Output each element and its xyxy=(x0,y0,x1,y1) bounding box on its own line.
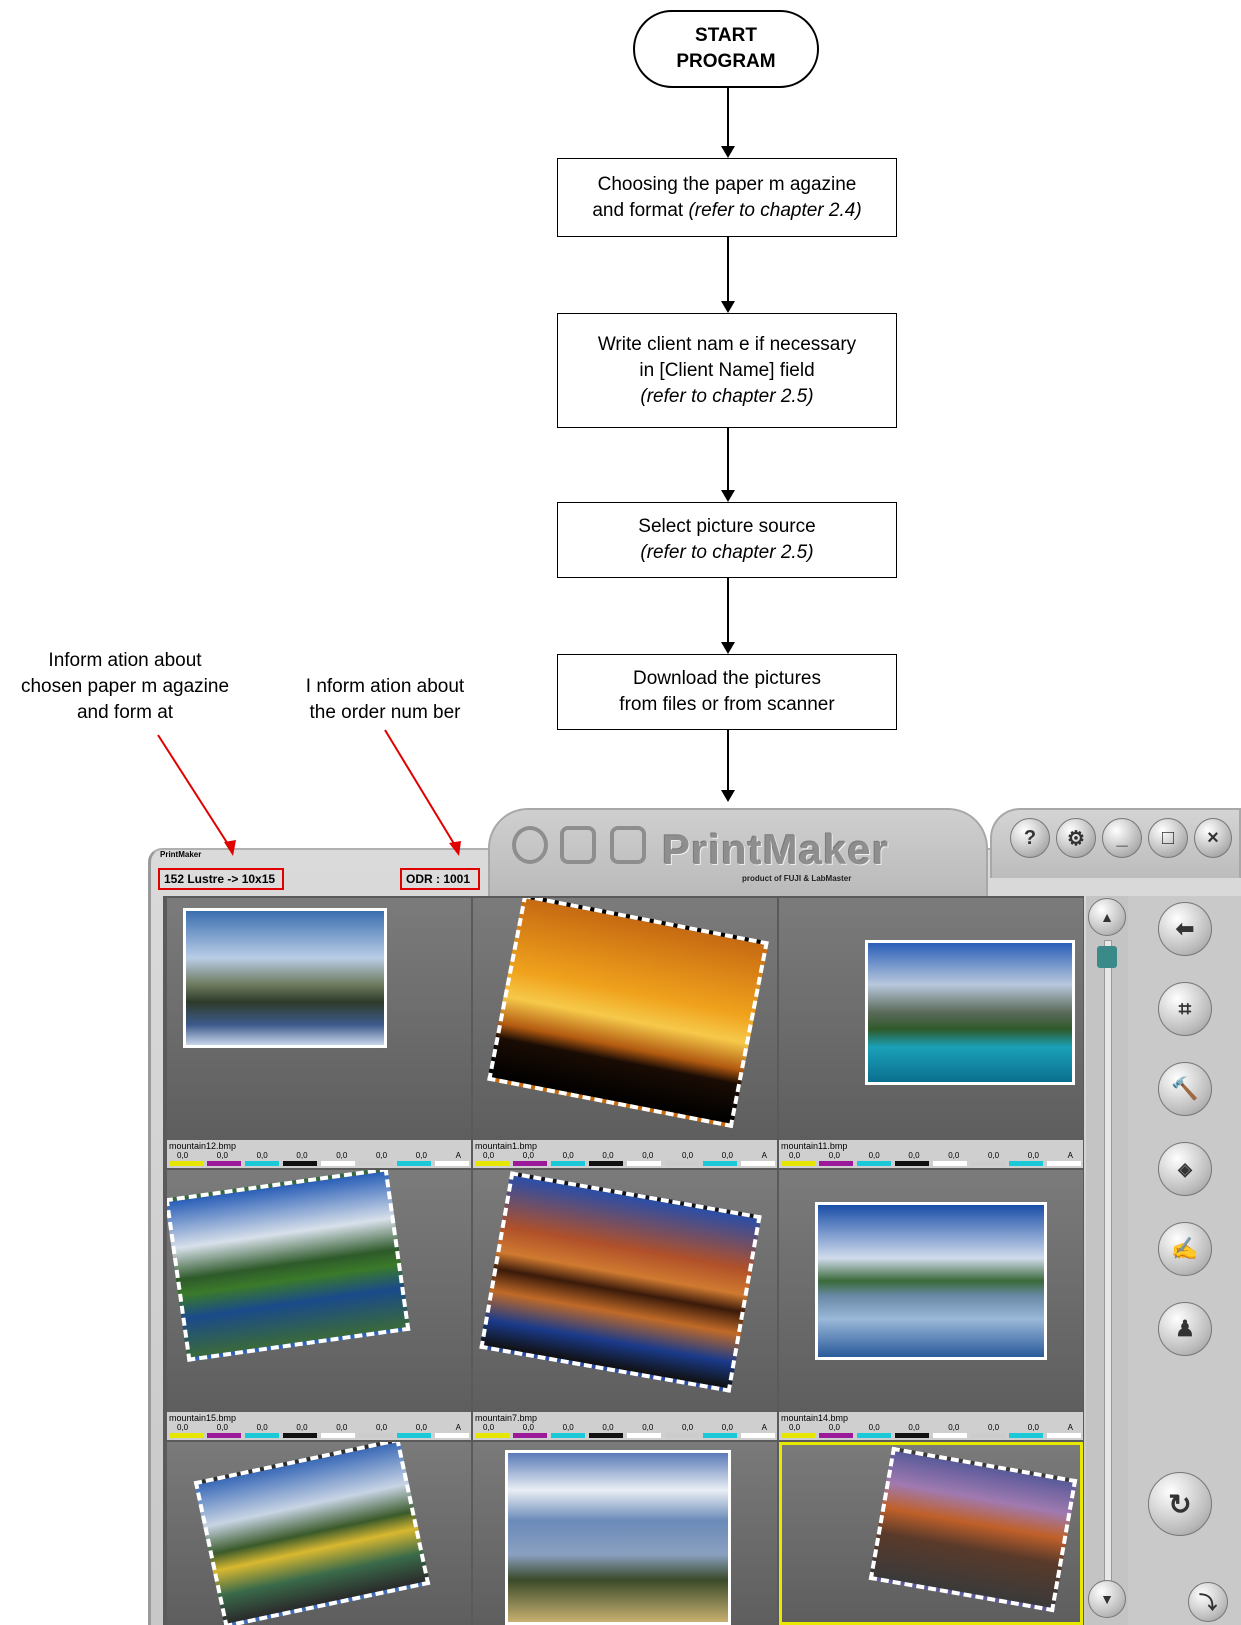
person-icon[interactable]: ♟ xyxy=(1158,1302,1212,1356)
photo-thumbnail xyxy=(167,1170,411,1362)
app-logo-subtitle: product of FUJI & LabMaster xyxy=(742,874,852,883)
photo-thumbnail xyxy=(505,1450,731,1625)
step-paper-magazine: Choosing the paper m agazine and format … xyxy=(557,158,897,237)
program-label: PROGRAM xyxy=(676,51,776,72)
flow-arrowhead-2 xyxy=(721,301,735,313)
image-filename: mountain11.bmp xyxy=(781,1141,848,1151)
step-picture-source-line1: Select picture source xyxy=(638,516,816,537)
flow-arrow-4 xyxy=(727,578,729,646)
maximize-icon[interactable]: □ xyxy=(1148,818,1188,858)
callout-order-info: I nform ation about the order num ber xyxy=(305,676,465,723)
image-filename: mountain15.bmp xyxy=(169,1413,237,1423)
image-filename: mountain7.bmp xyxy=(475,1413,538,1423)
transfer-print-icon[interactable]: ↻ xyxy=(1148,1472,1212,1536)
scroll-up-icon[interactable]: ▲ xyxy=(1088,898,1126,936)
flow-arrowhead-5 xyxy=(721,790,735,802)
image-filename: mountain1.bmp xyxy=(475,1141,538,1151)
step-picture-source-ref: (refer to chapter 2.5) xyxy=(640,542,814,563)
logo-tab xyxy=(488,808,988,900)
callout-paper-info: Inform ation about chosen paper m agazin… xyxy=(20,650,230,723)
hand-edit-icon[interactable]: ✍ xyxy=(1158,1222,1212,1276)
order-callout-arrow xyxy=(384,729,460,853)
color-palette-icon[interactable]: ◈ xyxy=(1158,1142,1212,1196)
image-cell[interactable] xyxy=(167,1442,471,1625)
photo-thumbnail xyxy=(865,940,1075,1085)
flow-arrow-3 xyxy=(727,428,729,494)
step-download-line2: from files or from scanner xyxy=(619,694,835,715)
flow-arrow-1 xyxy=(727,88,729,150)
app-logo-text: PrintMaker xyxy=(662,826,890,873)
crop-icon[interactable]: ⌗ xyxy=(1158,982,1212,1036)
flow-arrow-5 xyxy=(727,730,729,794)
paper-info-label: 152 Lustre -> 10x15 xyxy=(158,868,284,890)
image-cell[interactable] xyxy=(473,1442,777,1625)
help-icon[interactable]: ? xyxy=(1010,818,1050,858)
step-client-name-line2: in [Client Name] field xyxy=(639,359,815,381)
close-icon[interactable]: × xyxy=(1194,818,1232,858)
photo-thumbnail xyxy=(815,1202,1047,1360)
step-client-name-line1: Write client nam e if necessary xyxy=(597,333,857,355)
step-download-pictures: Download the pictures from files or from… xyxy=(557,654,897,730)
image-cell-selected[interactable] xyxy=(779,1442,1083,1625)
paper-callout-arrow xyxy=(157,734,234,853)
flow-arrowhead-1 xyxy=(721,146,735,158)
step-picture-source: Select picture source (refer to chapter … xyxy=(557,502,897,578)
minimize-icon[interactable]: _ xyxy=(1102,818,1142,858)
flow-arrow-2 xyxy=(727,237,729,305)
logo-glyph-photo-icon xyxy=(610,826,646,864)
step-client-name-ref: (refer to chapter 2.5) xyxy=(640,385,814,407)
flow-arrowhead-4 xyxy=(721,642,735,654)
step-paper-magazine-line2: and format (refer to chapter 2.4) xyxy=(592,199,862,221)
order-info-label: ODR : 1001 xyxy=(400,868,480,890)
image-filename: mountain14.bmp xyxy=(781,1413,849,1423)
step-download-line1: Download the pictures xyxy=(633,668,821,689)
step-client-name: Write client nam e if necessary in [Clie… xyxy=(557,313,897,428)
image-filename: mountain12.bmp xyxy=(169,1141,237,1151)
scroll-thumb[interactable] xyxy=(1097,946,1117,968)
start-program-terminal: START PROGRAM xyxy=(633,10,819,88)
start-label: START xyxy=(695,25,757,46)
scroll-down-icon[interactable]: ▼ xyxy=(1088,1580,1126,1618)
gear-icon[interactable]: ⚙ xyxy=(1056,818,1096,858)
window-title: PrintMaker xyxy=(160,850,202,859)
photo-thumbnail xyxy=(183,908,387,1048)
flow-arrowhead-3 xyxy=(721,490,735,502)
logo-glyph-eye-icon xyxy=(512,826,548,864)
back-arrow-icon[interactable]: ⬅ xyxy=(1158,902,1212,956)
hammer-icon[interactable]: 🔨 xyxy=(1158,1062,1212,1116)
scrollbar-track[interactable] xyxy=(1104,940,1112,1582)
rotate-icon[interactable]: ⤵ xyxy=(1188,1582,1228,1622)
step-paper-magazine-line1: Choosing the paper m agazine xyxy=(597,173,857,195)
logo-glyph-crop-icon xyxy=(560,826,596,864)
